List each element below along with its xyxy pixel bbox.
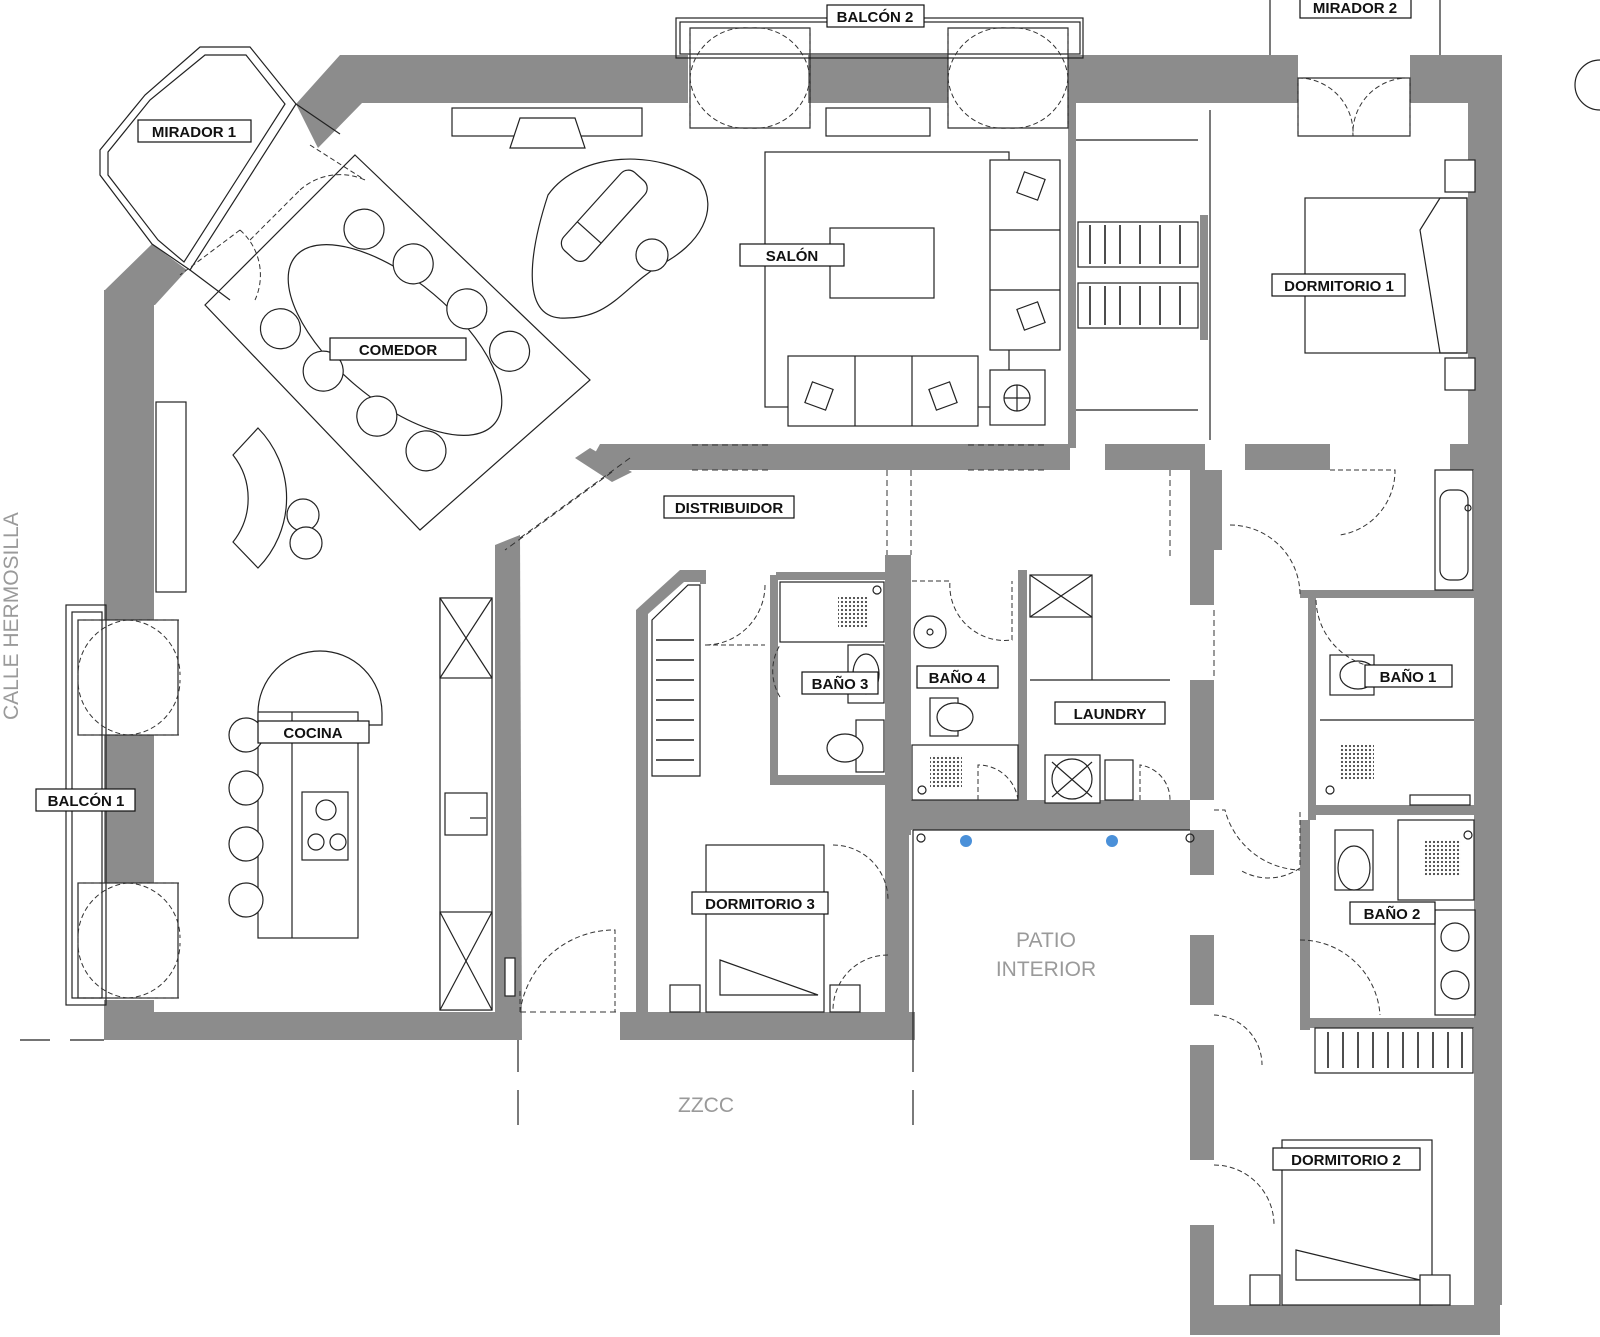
zzcc-label: ZZCC — [678, 1094, 734, 1117]
distribuidor-details — [504, 444, 1045, 1013]
label-bano-4: BAÑO 4 — [916, 665, 999, 689]
laundry-details — [1029, 574, 1171, 804]
walls — [104, 55, 1502, 1335]
label-bano-3: BAÑO 3 — [801, 671, 879, 695]
svg-text:BAÑO 1: BAÑO 1 — [1380, 668, 1437, 686]
label-dormitorio-1: DORMITORIO 1 — [1271, 273, 1406, 297]
label-salon: SALÓN — [739, 243, 845, 267]
label-dormitorio-2: DORMITORIO 2 — [1272, 1147, 1421, 1171]
svg-text:BALCÓN 1: BALCÓN 1 — [48, 792, 125, 810]
label-laundry: LAUNDRY — [1054, 701, 1166, 725]
label-comedor: COMEDOR — [329, 337, 467, 361]
label-bano-2: BAÑO 2 — [1349, 901, 1436, 925]
mirador-2 — [1269, 0, 1441, 137]
label-bano-1: BAÑO 1 — [1364, 664, 1453, 688]
svg-text:BAÑO 4: BAÑO 4 — [929, 669, 986, 687]
label-mirador-2: MIRADOR 2 — [1299, 0, 1412, 19]
label-balcon-1: BALCÓN 1 — [35, 788, 136, 812]
mirador-1 — [99, 46, 366, 301]
fixture-dot — [1106, 835, 1118, 847]
svg-text:DORMITORIO 3: DORMITORIO 3 — [705, 896, 815, 913]
dormitorio-3-details — [651, 584, 889, 1013]
svg-text:BAÑO 3: BAÑO 3 — [812, 675, 869, 693]
street-label: CALLE HERMOSILLA — [0, 512, 23, 720]
bano-2-details — [1299, 819, 1476, 1074]
label-cocina: COCINA — [257, 720, 370, 744]
svg-text:COCINA: COCINA — [283, 725, 342, 742]
label-balcon-2: BALCÓN 2 — [826, 4, 925, 28]
patio-label-line-2: INTERIOR — [996, 958, 1096, 981]
svg-text:LAUNDRY: LAUNDRY — [1074, 706, 1147, 723]
svg-text:DORMITORIO 1: DORMITORIO 1 — [1284, 278, 1394, 295]
svg-text:BALCÓN 2: BALCÓN 2 — [837, 8, 914, 26]
label-dormitorio-3: DORMITORIO 3 — [691, 891, 829, 915]
bano-4-details — [911, 580, 1019, 801]
salon-furniture — [451, 107, 1061, 427]
svg-text:MIRADOR 1: MIRADOR 1 — [152, 124, 236, 141]
svg-text:BAÑO 2: BAÑO 2 — [1364, 905, 1421, 923]
fixture-dot — [960, 835, 972, 847]
label-mirador-1: MIRADOR 1 — [137, 119, 252, 143]
label-distribuidor: DISTRIBUIDOR — [663, 495, 795, 519]
cocina-furniture — [228, 597, 516, 1011]
exterior-lines — [20, 59, 1600, 1125]
patio-label-line-1: PATIO — [1016, 929, 1076, 952]
svg-text:COMEDOR: COMEDOR — [359, 342, 438, 359]
svg-text:DORMITORIO 2: DORMITORIO 2 — [1291, 1152, 1401, 1169]
bano-1-details — [1239, 469, 1474, 879]
svg-text:SALÓN: SALÓN — [766, 247, 819, 265]
right-corridor-doors — [1169, 470, 1301, 1226]
svg-text:MIRADOR 2: MIRADOR 2 — [1313, 0, 1397, 17]
svg-text:DISTRIBUIDOR: DISTRIBUIDOR — [675, 500, 784, 517]
